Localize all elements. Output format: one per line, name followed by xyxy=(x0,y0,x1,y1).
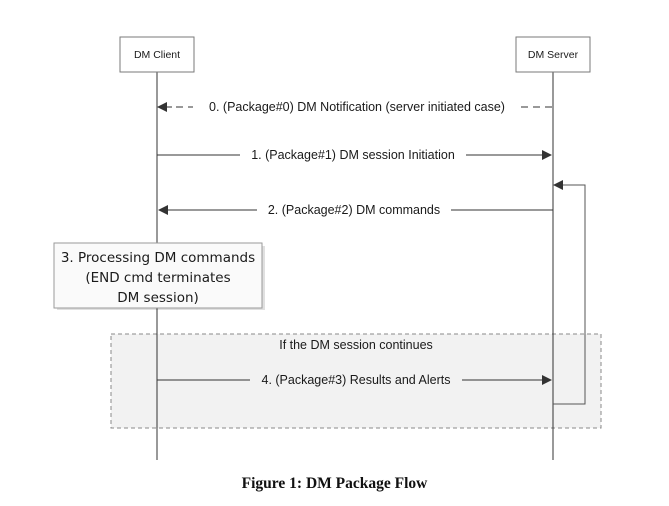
loop-fragment: If the DM session continues xyxy=(110,333,602,429)
message-1: 1. (Package#1) DM session Initiation xyxy=(157,146,552,163)
message-2: 2. (Package#2) DM commands xyxy=(158,201,553,218)
note-line-2: (END cmd terminates xyxy=(85,270,230,286)
message-0-label: 0. (Package#0) DM Notification (server i… xyxy=(209,100,505,114)
client-participant: DM Client xyxy=(119,36,195,73)
server-participant-label: DM Server xyxy=(528,49,579,61)
processing-note: 3. Processing DM commands (END cmd termi… xyxy=(53,242,265,310)
message-2-label: 2. (Package#2) DM commands xyxy=(268,203,440,217)
loop-condition-label: If the DM session continues xyxy=(279,338,433,352)
message-4: 4. (Package#3) Results and Alerts xyxy=(157,371,552,388)
message-1-label: 1. (Package#1) DM session Initiation xyxy=(251,148,455,162)
message-0: 0. (Package#0) DM Notification (server i… xyxy=(157,100,552,114)
note-line-3: DM session) xyxy=(117,290,199,306)
note-line-1: 3. Processing DM commands xyxy=(61,250,255,266)
server-participant: DM Server xyxy=(515,36,591,73)
figure-caption: Figure 1: DM Package Flow xyxy=(241,475,428,492)
message-4-label: 4. (Package#3) Results and Alerts xyxy=(262,373,451,387)
client-participant-label: DM Client xyxy=(134,49,180,61)
server-return-path xyxy=(553,180,586,405)
